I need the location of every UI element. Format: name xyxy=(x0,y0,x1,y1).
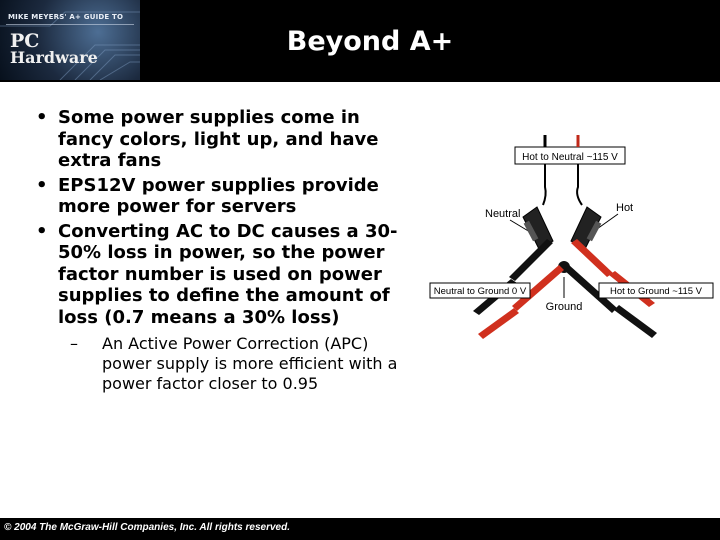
bullet-dot-icon: • xyxy=(36,107,48,128)
neutral-black-probe xyxy=(509,239,553,281)
circuit-board-graphic xyxy=(0,11,140,80)
outlet-test-diagram: Hot to Neutral ~115 V Neutral Hot Neutra… xyxy=(425,125,720,355)
sub-bullet-text: An Active Power Correction (APC) power s… xyxy=(102,334,398,393)
title-bar: MIKE MEYERS' A+ GUIDE TO PC Hardware Bey… xyxy=(0,0,720,82)
ground-black-probe-handle xyxy=(614,305,657,338)
ground-red-probe xyxy=(512,265,564,311)
hot-slot xyxy=(586,220,602,242)
neutral-ground-label-box xyxy=(429,282,531,299)
neutral-slot xyxy=(523,220,539,242)
bullet-list: • Some power supplies come in fancy color… xyxy=(28,107,418,394)
logo-hardware-text: Hardware xyxy=(10,48,98,67)
ground-black-probe xyxy=(564,265,617,313)
bullet-dot-icon: • xyxy=(36,174,48,196)
book-logo: MIKE MEYERS' A+ GUIDE TO PC Hardware xyxy=(0,0,140,80)
copyright-text: © 2004 The McGraw-Hill Companies, Inc. A… xyxy=(4,522,290,533)
slide-title: Beyond A+ xyxy=(286,26,454,57)
hot-label: Hot xyxy=(616,202,633,214)
bullet-dot-icon: • xyxy=(36,220,48,242)
bullet-text: Some power supplies come in fancy colors… xyxy=(58,107,379,171)
bullet-item: • Some power supplies come in fancy color… xyxy=(28,107,418,172)
sub-bullet-item: – An Active Power Correction (APC) power … xyxy=(28,334,418,394)
ground-red-probe-handle xyxy=(478,308,519,339)
hot-ground-label-box xyxy=(598,282,714,299)
hot-red-probe xyxy=(571,239,613,277)
hot-neutral-label: Hot to Neutral ~115 V xyxy=(522,152,618,163)
hot-ground-label: Hot to Ground ~115 V xyxy=(610,286,703,297)
bullet-text: EPS12V power supplies provide more power… xyxy=(58,174,379,218)
neutral-wire xyxy=(542,164,547,206)
hot-neutral-label-box xyxy=(514,146,626,165)
logo-series-text: MIKE MEYERS' A+ GUIDE TO xyxy=(8,13,124,21)
bullet-item: • Converting AC to DC causes a 30-50% los… xyxy=(28,221,418,329)
bullet-text: Converting AC to DC causes a 30-50% loss… xyxy=(58,220,398,328)
bullet-item: • EPS12V power supplies provide more powe… xyxy=(28,175,418,218)
logo-pc-text: PC xyxy=(10,30,40,52)
neutral-ground-label: Neutral to Ground 0 V xyxy=(434,286,527,297)
multimeter-probe-illustration: Hot to Neutral ~115 V Neutral Hot Neutra… xyxy=(429,135,714,339)
hot-wire xyxy=(576,164,583,206)
neutral-label: Neutral xyxy=(485,208,520,220)
hot-pointer xyxy=(596,213,619,230)
footer-bar: © 2004 The McGraw-Hill Companies, Inc. A… xyxy=(0,518,720,540)
ground-label: Ground xyxy=(546,301,583,313)
dash-icon: – xyxy=(70,334,78,353)
